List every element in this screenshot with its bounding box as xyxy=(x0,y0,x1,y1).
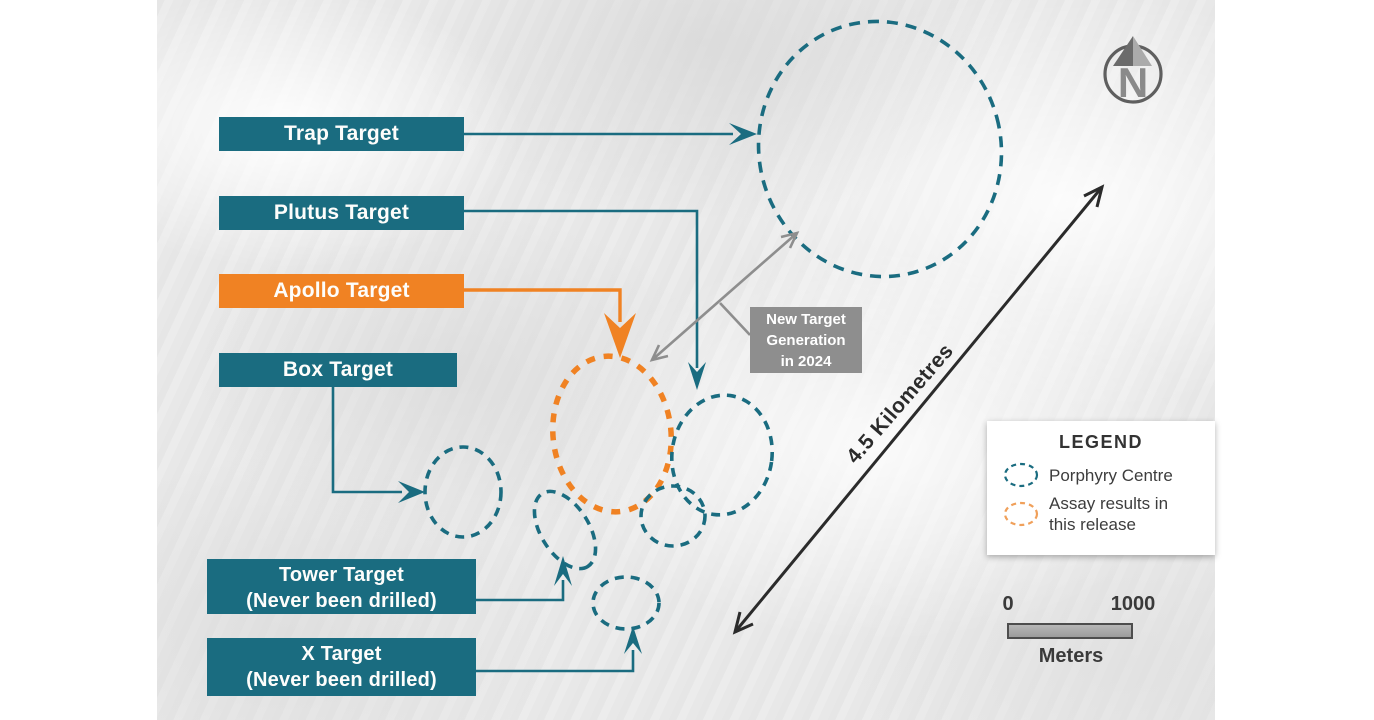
assay-results-ellipse-icon xyxy=(1003,501,1039,527)
trap-target-label-text: Trap Target xyxy=(283,122,399,145)
legend-item-porphyry-centre: Porphyry Centre xyxy=(1001,461,1215,489)
x-target-label: X Target (Never been drilled) xyxy=(207,638,476,696)
apollo-target-label: Apollo Target xyxy=(219,274,464,308)
scalebar-end-value: 1000 xyxy=(1110,593,1156,615)
new-target-annotation-line3: in 2024 xyxy=(780,353,832,370)
box-target-label: Box Target xyxy=(219,353,457,387)
tower-target-label-line1: Tower Target xyxy=(278,564,404,586)
plutus-target-label: Plutus Target xyxy=(219,196,464,230)
trap-target-label: Trap Target xyxy=(219,117,464,151)
legend-item-porphyry-centre-text: Porphyry Centre xyxy=(1049,465,1173,485)
new-target-annotation-line2: Generation xyxy=(766,332,846,349)
x-target-label-line1: X Target xyxy=(301,643,382,665)
porphyry-centre-ellipse-icon xyxy=(1003,462,1039,488)
legend-title: LEGEND xyxy=(1058,432,1143,452)
box-target-label-text: Box Target xyxy=(282,358,394,381)
legend-item-assay-results: Assay results in this release xyxy=(1001,493,1215,535)
tower-target-label-line2: (Never been drilled) xyxy=(246,590,437,612)
x-target-label-line2: (Never been drilled) xyxy=(246,669,437,691)
scalebar-start-value: 0 xyxy=(1002,593,1014,615)
tower-target-label: Tower Target (Never been drilled) xyxy=(207,559,476,614)
new-target-annotation-line1: New Target xyxy=(766,311,846,328)
new-target-annotation: New Target Generation in 2024 xyxy=(750,307,862,373)
plutus-target-label-text: Plutus Target xyxy=(273,201,410,224)
apollo-target-label-text: Apollo Target xyxy=(273,279,410,302)
scalebar-bar xyxy=(1007,623,1133,639)
scalebar-unit-label: Meters xyxy=(1038,645,1104,667)
assay-results-line1: Assay results in xyxy=(1049,494,1169,513)
legend-item-assay-results-text: Assay results in this release xyxy=(1049,493,1168,535)
assay-results-line2: this release xyxy=(1049,515,1136,534)
legend-panel: LEGEND Porphyry Centre Assay results in … xyxy=(987,421,1215,555)
